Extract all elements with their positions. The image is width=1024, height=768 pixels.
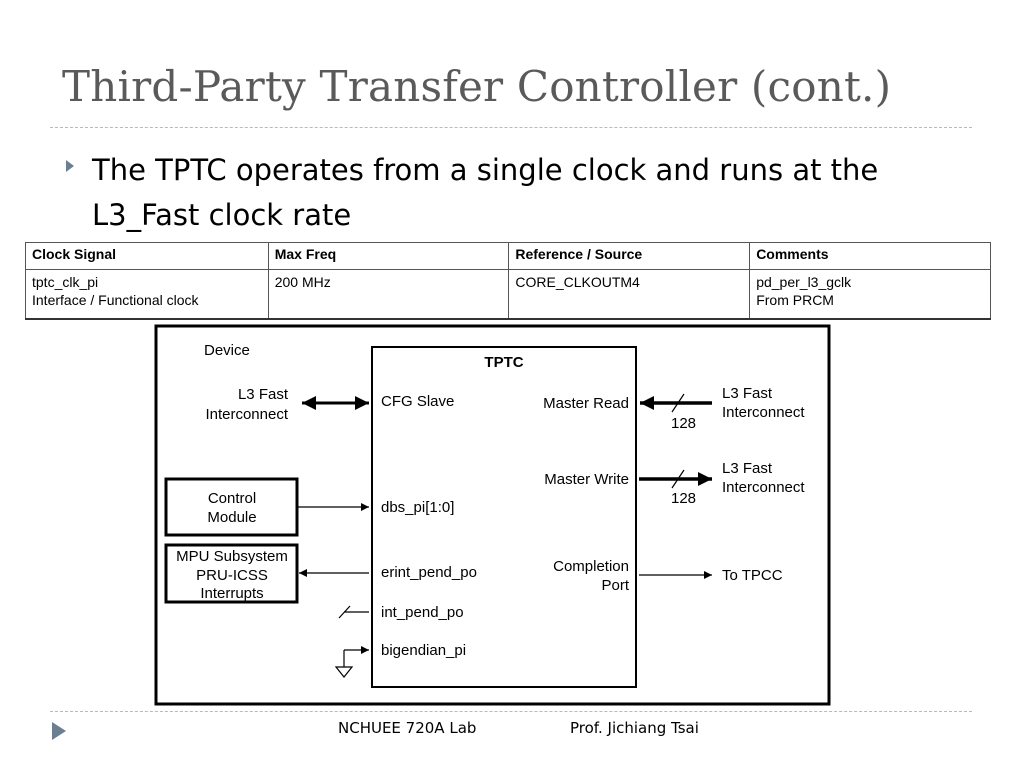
table-header-cell: Clock Signal xyxy=(25,242,269,270)
control-module-label: Control xyxy=(208,490,256,507)
footer-lab: NCHUEE 720A Lab xyxy=(338,719,477,737)
table-cell-signal: tptc_clk_pi Interface / Functional clock xyxy=(25,269,269,320)
signal-name: tptc_clk_pi xyxy=(32,274,99,290)
read-target-label: Interconnect xyxy=(722,404,805,421)
table-header-cell: Max Freq xyxy=(267,242,510,270)
next-slide-arrow-icon xyxy=(52,722,66,740)
bullet-arrow-icon xyxy=(66,160,74,172)
tptc-core-label: TPTC xyxy=(484,354,523,371)
device-label: Device xyxy=(204,342,250,359)
signal-description: Interface / Functional clock xyxy=(32,292,199,308)
table-header-cell: Reference / Source xyxy=(508,242,751,270)
port-bigendian: bigendian_pi xyxy=(381,642,466,659)
l3-fast-left-label: L3 Fast xyxy=(238,386,289,403)
l3-fast-left-label: Interconnect xyxy=(205,406,288,423)
table-cell-comments: pd_per_l3_gclk From PRCM xyxy=(749,269,991,320)
mpu-label: PRU-ICSS xyxy=(196,567,268,584)
table-header-cell: Comments xyxy=(749,242,991,270)
footer-divider xyxy=(50,711,972,712)
control-module-label: Module xyxy=(207,509,256,526)
comment-line: From PRCM xyxy=(756,292,834,308)
read-bus-slash xyxy=(671,393,685,413)
port-master-read: Master Read xyxy=(543,395,629,412)
port-completion: Port xyxy=(601,577,629,594)
title-divider xyxy=(50,127,972,128)
table-cell-max-freq: 200 MHz xyxy=(267,269,510,320)
mpu-subsystem-block xyxy=(164,543,299,604)
port-erint: erint_pend_po xyxy=(381,564,477,581)
table-cell-source: CORE_CLKOUTM4 xyxy=(508,269,751,320)
port-int-pend: int_pend_po xyxy=(381,604,464,621)
clock-table: Clock Signal Max Freq Reference / Source… xyxy=(25,242,991,320)
footer-author: Prof. Jichiang Tsai xyxy=(570,719,699,737)
control-module-block xyxy=(164,477,299,537)
slide-title: Third-Party Transfer Controller (cont.) xyxy=(62,62,892,111)
write-target-label: L3 Fast xyxy=(722,460,773,477)
int-pend-slash xyxy=(338,605,351,619)
port-dbs: dbs_pi[1:0] xyxy=(381,499,454,516)
comment-line: pd_per_l3_gclk xyxy=(756,274,852,290)
tpcc-label: To TPCC xyxy=(722,567,783,584)
table-header-row: Clock Signal Max Freq Reference / Source… xyxy=(25,242,991,270)
table-row: tptc_clk_pi Interface / Functional clock… xyxy=(25,269,991,320)
port-cfg-slave: CFG Slave xyxy=(381,393,454,410)
ground-icon xyxy=(334,666,354,678)
device-frame xyxy=(154,324,831,706)
bullet-text: The TPTC operates from a single clock an… xyxy=(92,153,879,232)
mpu-label: Interrupts xyxy=(200,585,263,602)
write-bus-slash xyxy=(671,469,685,489)
mpu-label: MPU Subsystem xyxy=(176,548,288,565)
port-completion: Completion xyxy=(553,558,629,575)
read-target-label: L3 Fast xyxy=(722,385,773,402)
tptc-core-block xyxy=(371,346,637,688)
write-bus-width: 128 xyxy=(671,490,696,507)
port-master-write: Master Write xyxy=(544,471,629,488)
read-bus-width: 128 xyxy=(671,415,696,432)
write-target-label: Interconnect xyxy=(722,479,805,496)
